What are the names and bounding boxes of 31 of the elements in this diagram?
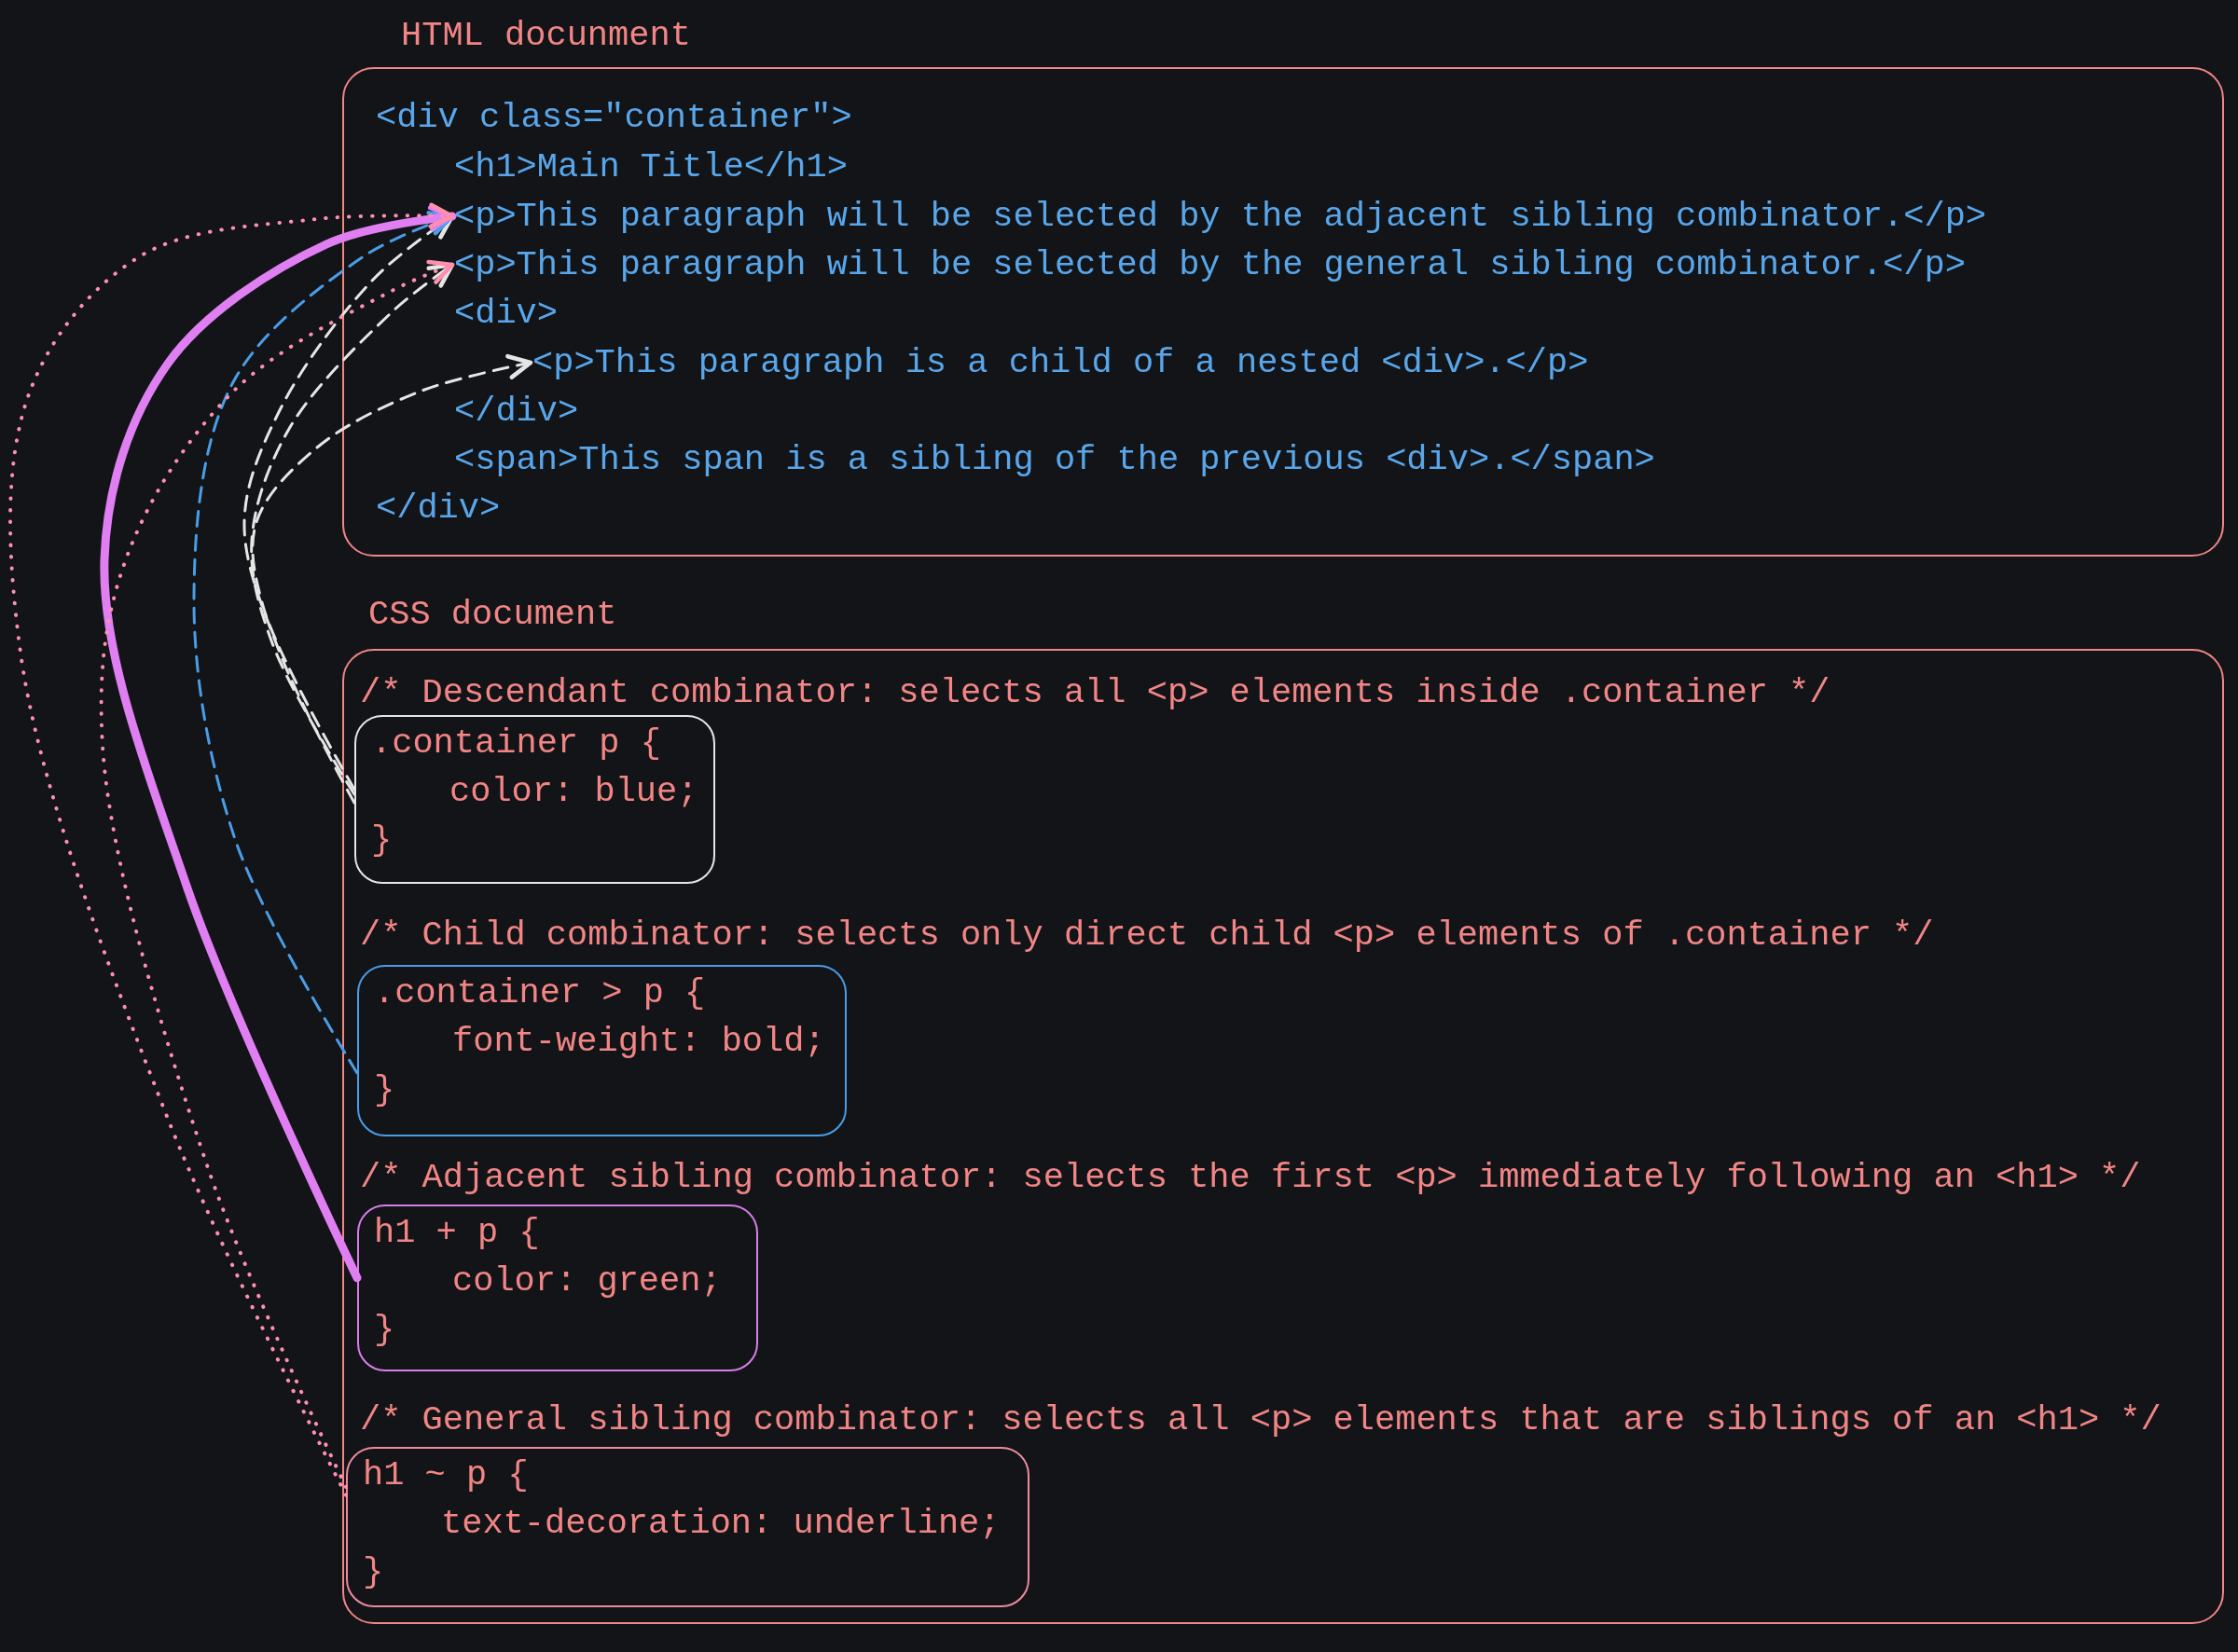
code-line: font-weight: bold; [452, 1021, 825, 1062]
code-line: text-decoration: underline; [441, 1503, 1001, 1544]
panel-title: CSS document [368, 594, 617, 635]
arrow [100, 205, 457, 1283]
code-line: color: blue; [449, 771, 698, 812]
code-line: </div> [454, 391, 579, 432]
code-line: <p>This paragraph is a child of a nested <div>.</p> [532, 342, 1589, 383]
code-line: <div> [454, 293, 559, 334]
code-line: } [374, 1069, 395, 1110]
code-comment: /* Adjacent sibling combinator: selects the first <p> immediately following an <h1> */ [360, 1157, 2141, 1198]
panel-title: HTML docunment [401, 15, 691, 56]
code-line: .container > p { [374, 972, 706, 1013]
arrow [8, 202, 455, 1497]
code-comment: /* General sibling combinator: selects all <p> elements that are siblings of an <h1> */ [360, 1399, 2162, 1440]
code-line: h1 + p { [374, 1212, 540, 1253]
code-line: <div class="container"> [376, 97, 852, 138]
code-line: color: green; [452, 1260, 722, 1301]
code-comment: /* Child combinator: selects only direct child <p> elements of .container */ [360, 915, 1934, 956]
code-comment: /* Descendant combinator: selects all <p> elements inside .container */ [360, 672, 1830, 713]
code-line: <p>This paragraph will be selected by the general sibling combinator.</p> [454, 244, 1966, 285]
code-line: <h1>Main Title</h1> [454, 146, 848, 187]
code-line: } [371, 819, 393, 860]
code-line: <p>This paragraph will be selected by the adjacent sibling combinator.</p> [454, 196, 1987, 237]
arrow [251, 354, 533, 792]
code-line: } [363, 1551, 384, 1592]
code-line: .container p { [371, 723, 661, 764]
code-line: h1 ~ p { [363, 1454, 529, 1495]
code-line: </div> [376, 488, 501, 529]
code-line: } [374, 1309, 395, 1350]
code-line: <span>This span is a sibling of the previous <div>.</span> [454, 439, 1655, 480]
arrow [99, 259, 455, 1489]
